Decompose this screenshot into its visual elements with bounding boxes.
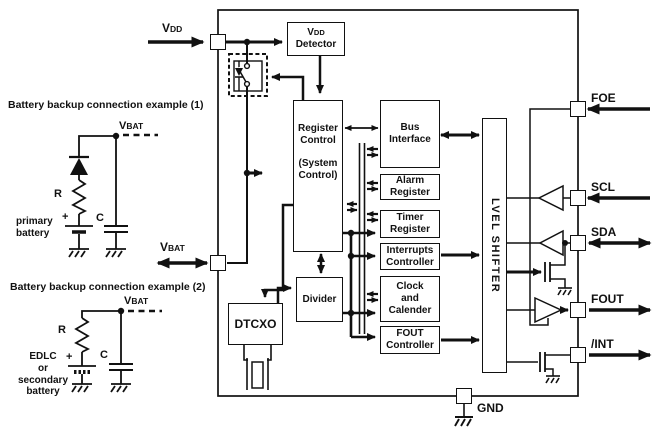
bus-arrow-pairs [346, 146, 379, 303]
example2-vbat-label: VBAT [124, 295, 149, 307]
battery-icon [65, 225, 93, 234]
capacitor-icon [109, 363, 133, 371]
example2-plus-label: + [66, 351, 73, 363]
switch-control-arrow [271, 73, 305, 100]
example1-plus-label: + [62, 211, 69, 223]
foe-pin [570, 101, 586, 117]
alarm-register-block: Alarm Register [380, 174, 440, 200]
example1-circuit [65, 132, 158, 258]
fout-pin [570, 302, 586, 318]
pin-circuits [507, 103, 652, 384]
capacitor-icon [104, 225, 128, 233]
diode-icon [69, 155, 89, 175]
interrupts-controller-block: Interrupts Controller [380, 243, 440, 270]
fout-pin-label: FOUT [591, 292, 624, 306]
core-wiring [261, 56, 379, 303]
diode-icon [235, 68, 243, 76]
gnd-pin [456, 388, 472, 404]
dtcxo-block: DTCXO [228, 303, 283, 345]
example2-resistor-label: R [58, 324, 66, 336]
edlc-icon [68, 365, 96, 374]
data-bus [346, 143, 379, 334]
junction-dot [347, 252, 355, 260]
ground-icon [110, 383, 131, 393]
example2-title: Battery backup connection example (2) [10, 281, 206, 293]
vdd-detector-label2: Detector [295, 39, 337, 50]
example1-vbat-label: VBAT [119, 120, 144, 132]
bus-interface-block: Bus Interface [380, 100, 440, 168]
ground-icon [545, 375, 560, 384]
junction-dot [347, 309, 355, 317]
power-rail [148, 36, 283, 269]
vbat-pin [210, 255, 226, 271]
rc-to-dtcxo-arrow [261, 203, 293, 298]
example1-capacitor-label: C [96, 212, 104, 224]
example1-battery-caption: primary battery [16, 216, 53, 239]
vbat-rail-wire [227, 96, 248, 264]
buffer-icon [537, 184, 564, 212]
ground-icon [557, 287, 572, 296]
sda-pin-label: SDA [591, 225, 617, 239]
vdd-detector-label: VDD [307, 26, 325, 38]
scl-pin-label: SCL [591, 180, 615, 194]
foe-pin-label: FOE [591, 91, 616, 105]
example1-title: Battery backup connection example (1) [8, 99, 204, 111]
timer-register-block: Timer Register [380, 210, 440, 238]
divider-block: Divider [296, 277, 343, 322]
buffer-icon [534, 296, 563, 324]
fout-controller-block: FOUT Controller [380, 326, 440, 354]
example1-resistor-label: R [54, 188, 62, 200]
buffer-icon [538, 229, 564, 257]
clock-calendar-block: Clock and Calender [380, 276, 440, 322]
int-pin [570, 347, 586, 363]
backup-switch-icon [228, 53, 305, 100]
ground-icon [105, 248, 126, 258]
ground-icon [71, 383, 92, 393]
vdd-pin [210, 34, 226, 50]
vbat-pin-label: VBAT [160, 240, 185, 254]
sda-pin [570, 235, 586, 251]
gnd-pin-label: GND [477, 401, 504, 415]
resistor-icon [74, 317, 91, 353]
register-control-block: Register Control (System Control) [293, 100, 343, 252]
crystal-icon [243, 345, 272, 390]
scl-pin [570, 190, 586, 206]
vdd-detector-block: VDD Detector [287, 22, 345, 56]
gnd-wiring [454, 404, 473, 427]
dtcxo-to-divider-arrow [276, 284, 292, 303]
control-lines [343, 229, 376, 341]
foe-enable-wire [529, 108, 570, 326]
mosfet-icon [539, 352, 570, 376]
int-pin-label: /INT [591, 337, 614, 351]
levelshifter-wiring [440, 131, 480, 344]
example2-capacitor-label: C [100, 349, 108, 361]
resistor-icon [71, 179, 88, 215]
junction-dot [347, 229, 355, 237]
level-shifter-block: LVEL SHIFTER [482, 118, 507, 373]
example2-battery-caption: EDLC or secondary battery [17, 351, 69, 398]
mosfet-icon [544, 246, 566, 288]
switch-arm [237, 67, 247, 83]
vdd-pin-label: VDD [162, 21, 183, 35]
example2-circuit [68, 307, 162, 393]
ground-icon [68, 248, 89, 258]
ground-icon [454, 416, 473, 427]
